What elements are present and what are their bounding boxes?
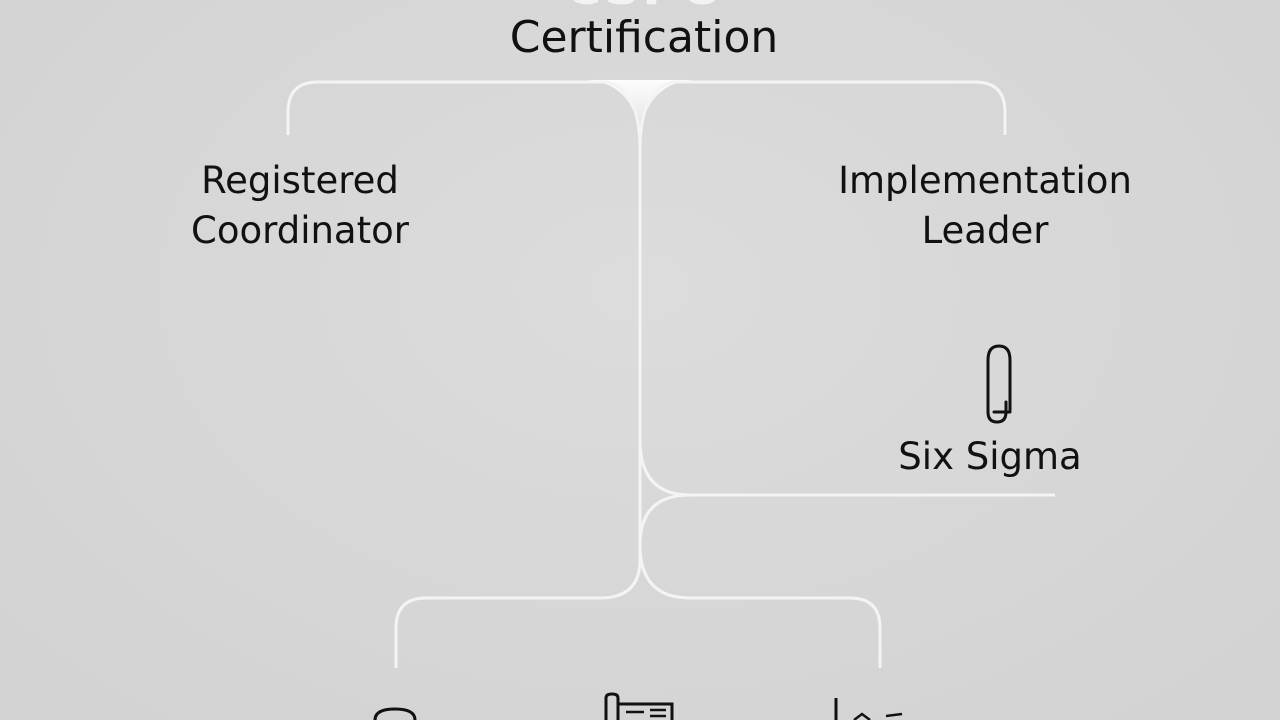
node-implementation-leader-label: Implementation Leader xyxy=(838,159,1132,252)
node-six-sigma-label: Six Sigma xyxy=(898,435,1082,478)
paper-clip-icon xyxy=(986,344,1012,424)
connector-top-left xyxy=(286,80,642,151)
node-six-sigma: Six Sigma xyxy=(870,432,1110,482)
node-registered-coordinator: Registered Coordinator xyxy=(150,156,450,256)
title-glow xyxy=(588,80,692,150)
magnifier-icon xyxy=(373,707,417,720)
connector-loop xyxy=(638,493,691,600)
connector-bottom-left xyxy=(394,559,642,668)
node-registered-coordinator-label: Registered Coordinator xyxy=(191,159,409,252)
title-partial: CSPO xyxy=(540,0,750,12)
diagram-title: Certification xyxy=(509,12,779,63)
connector-top-right xyxy=(638,80,1007,151)
chart-icon xyxy=(834,698,903,720)
node-implementation-leader: Implementation Leader xyxy=(810,156,1160,256)
connector-bottom-right xyxy=(690,596,882,668)
document-icon xyxy=(604,692,674,720)
